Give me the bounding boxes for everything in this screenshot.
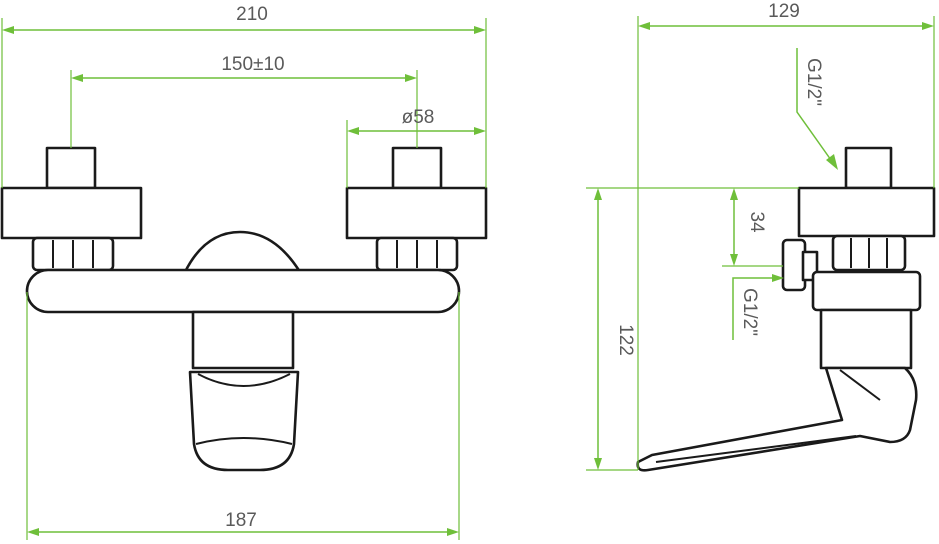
side-inlet-stub <box>844 146 893 190</box>
body-hump <box>183 230 302 274</box>
side-lever <box>636 366 918 472</box>
dim-inlet-spacing: 150±10 <box>221 54 284 75</box>
dim-body-width: 187 <box>225 510 257 531</box>
right-inlet-stub <box>391 146 443 190</box>
right-flange <box>345 186 488 240</box>
side-body-ring <box>811 270 922 312</box>
dim-overall-width: 210 <box>236 4 268 25</box>
dim-inlet-offset: 34 <box>746 211 767 233</box>
dim-flange-diameter: ø58 <box>402 107 435 128</box>
side-view <box>636 146 936 472</box>
thread-label-outlet: G1/2" <box>739 288 760 336</box>
left-flange <box>0 186 143 240</box>
side-flange <box>797 186 936 238</box>
thread-label-top: G1/2" <box>803 58 824 106</box>
dim-side-height: 122 <box>615 324 636 356</box>
mixer-body-bar <box>25 268 461 314</box>
lever-handle-front <box>188 370 300 472</box>
front-view <box>0 146 488 472</box>
dim-side-depth: 129 <box>768 1 800 22</box>
side-cartridge <box>819 308 913 370</box>
cartridge-housing <box>191 310 295 370</box>
left-inlet-stub <box>45 146 97 190</box>
